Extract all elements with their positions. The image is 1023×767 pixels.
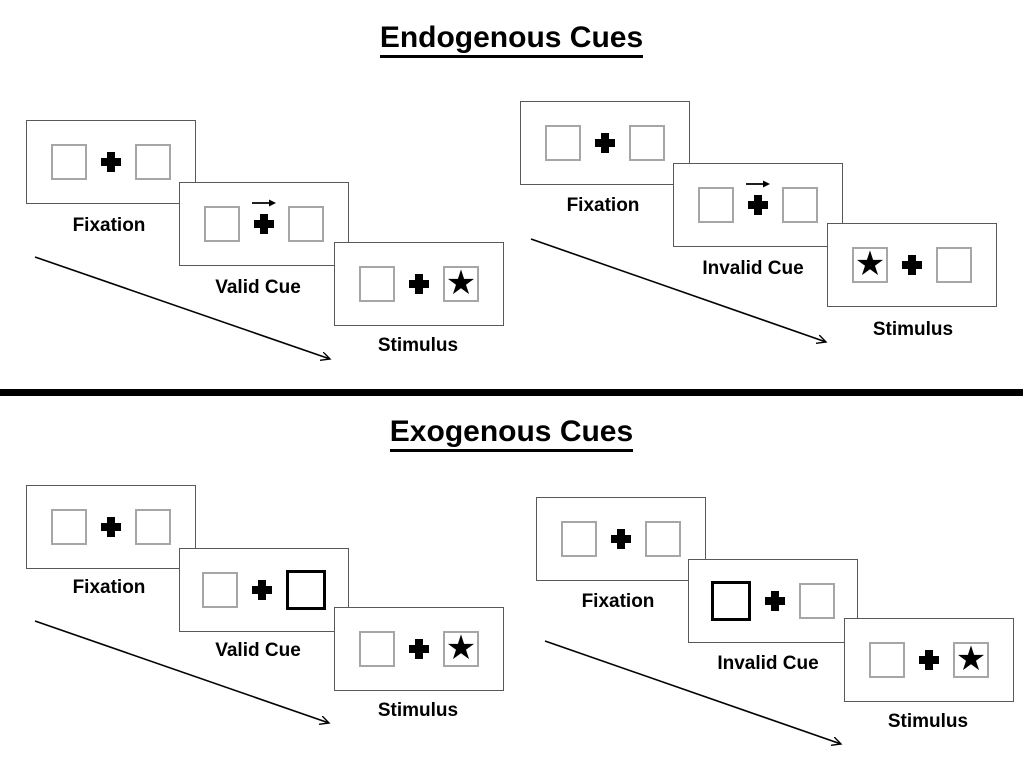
section-title-endogenous: Endogenous Cues <box>0 20 1023 58</box>
left-placeholder-box <box>561 521 597 557</box>
right-placeholder-box <box>936 247 972 283</box>
frame-label: Stimulus <box>872 319 954 340</box>
timeline-arrow-exogenous-valid <box>34 620 329 723</box>
highlighted-cue-box <box>286 570 326 610</box>
frame-label: Stimulus <box>377 700 459 721</box>
fixation-panel <box>520 101 690 185</box>
star-stimulus-icon: ★ <box>445 627 477 668</box>
frame-label: Stimulus <box>887 711 969 732</box>
fixation-panel <box>26 120 196 204</box>
fixation-cross-icon <box>101 152 121 172</box>
left-placeholder-box <box>698 187 734 223</box>
star-stimulus-icon: ★ <box>445 262 477 303</box>
frame-label: Invalid Cue <box>717 653 819 674</box>
frame-label: Valid Cue <box>215 640 301 661</box>
frame-label: Valid Cue <box>215 277 301 298</box>
right-arrow-cue-icon <box>746 180 770 188</box>
fixation-cross-icon <box>101 517 121 537</box>
left-placeholder-box <box>204 206 240 242</box>
invalid-cue-panel <box>673 163 843 247</box>
right-arrow-cue-icon <box>252 199 276 207</box>
left-placeholder-box <box>202 572 238 608</box>
stimulus-panel: ★ <box>827 223 997 307</box>
frame-label: Fixation <box>72 577 146 598</box>
valid-cue-panel <box>179 182 349 266</box>
right-placeholder-box <box>135 509 171 545</box>
left-placeholder-box <box>51 144 87 180</box>
frame-label: Stimulus <box>377 335 459 356</box>
right-placeholder-box: ★ <box>443 266 479 302</box>
fixation-cross-icon <box>748 195 768 215</box>
right-placeholder-box <box>645 521 681 557</box>
invalid-cue-panel <box>688 559 858 643</box>
left-placeholder-box <box>545 125 581 161</box>
frame-label: Fixation <box>72 215 146 236</box>
fixation-cross-icon <box>252 580 272 600</box>
fixation-cross-icon <box>409 639 429 659</box>
stimulus-panel: ★ <box>334 607 504 691</box>
left-placeholder-box <box>51 509 87 545</box>
frame-label: Invalid Cue <box>702 258 804 279</box>
right-placeholder-box <box>135 144 171 180</box>
right-placeholder-box: ★ <box>953 642 989 678</box>
left-placeholder-box <box>869 642 905 678</box>
right-placeholder-box <box>799 583 835 619</box>
left-placeholder-box: ★ <box>852 247 888 283</box>
fixation-cross-icon <box>611 529 631 549</box>
fixation-cross-icon <box>902 255 922 275</box>
stimulus-panel: ★ <box>334 242 504 326</box>
star-stimulus-icon: ★ <box>955 638 987 679</box>
star-stimulus-icon: ★ <box>854 243 886 284</box>
right-placeholder-box: ★ <box>443 631 479 667</box>
fixation-cross-icon <box>919 650 939 670</box>
valid-cue-panel <box>179 548 349 632</box>
section-divider <box>0 389 1023 396</box>
left-placeholder-box <box>359 266 395 302</box>
left-placeholder-box <box>359 631 395 667</box>
frame-label: Fixation <box>566 195 640 216</box>
frame-label: Fixation <box>581 591 655 612</box>
timeline-arrow-endogenous-invalid <box>530 238 826 342</box>
fixation-cross-icon <box>409 274 429 294</box>
right-placeholder-box <box>629 125 665 161</box>
fixation-panel <box>26 485 196 569</box>
timeline-arrow-endogenous-valid <box>34 256 330 359</box>
stimulus-panel: ★ <box>844 618 1014 702</box>
fixation-cross-icon <box>254 214 274 234</box>
section-title-exogenous: Exogenous Cues <box>0 414 1023 452</box>
fixation-cross-icon <box>765 591 785 611</box>
right-placeholder-box <box>288 206 324 242</box>
fixation-panel <box>536 497 706 581</box>
fixation-cross-icon <box>595 133 615 153</box>
right-placeholder-box <box>782 187 818 223</box>
highlighted-cue-box <box>711 581 751 621</box>
